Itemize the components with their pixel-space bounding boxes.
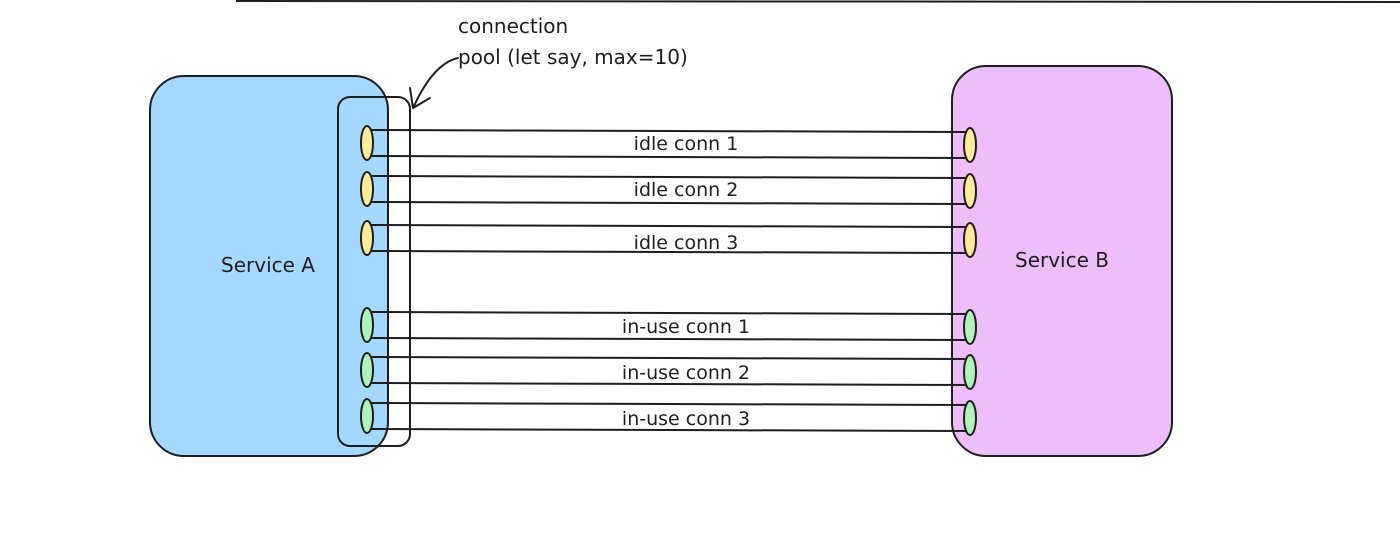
connection-line-top-idle-conn-2 xyxy=(366,175,971,179)
annotation-line-1: connection xyxy=(458,14,568,38)
service-a-box xyxy=(149,75,389,457)
connection-line-bottom-idle-conn-2 xyxy=(366,201,971,205)
connection-endpoint-left-idle-conn-3 xyxy=(360,220,374,256)
connection-endpoint-right-in-use-conn-1 xyxy=(963,309,977,345)
connection-label-idle-conn-3: idle conn 3 xyxy=(634,232,739,254)
connection-line-bottom-idle-conn-3 xyxy=(366,250,971,254)
connection-endpoint-right-idle-conn-1 xyxy=(963,127,977,163)
service-b-box xyxy=(951,65,1173,457)
connection-endpoint-right-in-use-conn-3 xyxy=(963,400,977,436)
connection-endpoint-right-idle-conn-2 xyxy=(963,173,977,209)
connection-line-top-idle-conn-3 xyxy=(366,224,971,228)
connection-endpoint-left-idle-conn-1 xyxy=(360,125,374,161)
connections-group: idle conn 1 idle conn 2 idle conn 3 in-use … xyxy=(360,125,977,436)
connection-line-top-idle-conn-1 xyxy=(366,129,971,133)
connection-endpoint-left-in-use-conn-2 xyxy=(360,352,374,388)
connection-label-in-use-conn-3: in-use conn 3 xyxy=(622,408,750,430)
service-b-label: Service B xyxy=(1015,248,1109,272)
connection-label-in-use-conn-1: in-use conn 1 xyxy=(622,316,750,338)
connection-line-bottom-in-use-conn-2 xyxy=(366,382,971,386)
connection-endpoint-left-in-use-conn-3 xyxy=(360,398,374,434)
connection-label-in-use-conn-2: in-use conn 2 xyxy=(622,362,750,384)
annotation-arrow xyxy=(413,57,459,107)
connection-line-top-in-use-conn-2 xyxy=(366,356,971,360)
connection-label-idle-conn-1: idle conn 1 xyxy=(634,133,739,155)
connection-line-bottom-in-use-conn-3 xyxy=(366,428,971,432)
connection-endpoint-left-idle-conn-2 xyxy=(360,171,374,207)
connection-pool-boundary xyxy=(337,96,411,447)
connection-line-top-in-use-conn-3 xyxy=(366,402,971,406)
connection-line-bottom-idle-conn-1 xyxy=(366,155,971,159)
top-border-line xyxy=(235,0,1400,3)
service-a-label: Service A xyxy=(221,253,315,277)
connection-line-top-in-use-conn-1 xyxy=(366,311,971,315)
connection-endpoint-right-idle-conn-3 xyxy=(963,222,977,258)
connection-endpoint-left-in-use-conn-1 xyxy=(360,307,374,343)
annotation-line-2: pool (let say, max=10) xyxy=(458,45,688,69)
annotation-arrowhead xyxy=(409,87,431,109)
connection-line-bottom-in-use-conn-1 xyxy=(366,337,971,341)
connection-label-idle-conn-2: idle conn 2 xyxy=(634,179,739,201)
connection-endpoint-right-in-use-conn-2 xyxy=(963,354,977,390)
